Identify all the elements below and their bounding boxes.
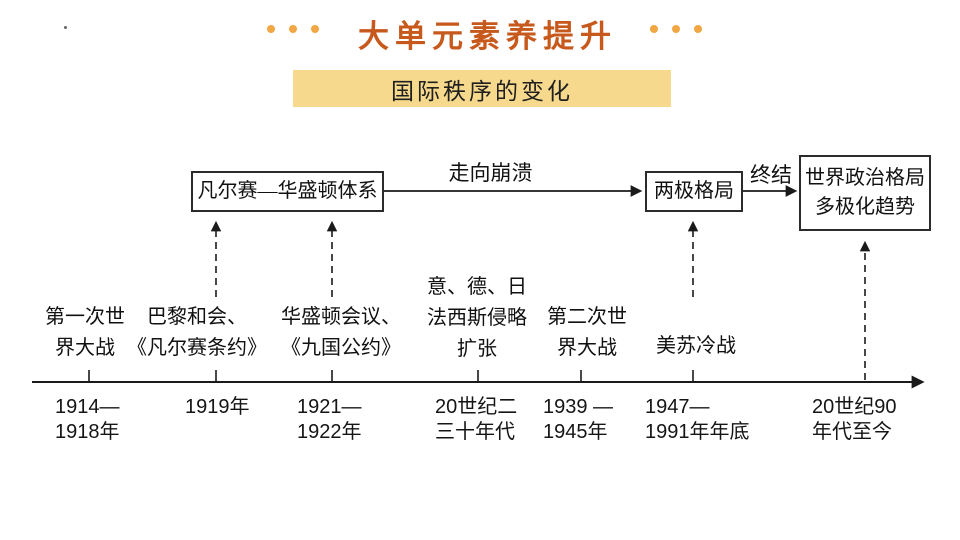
dot-icon <box>672 25 680 33</box>
event-label-paris-conference: 巴黎和会、 《凡尔赛条约》 <box>127 306 267 359</box>
dot-icon <box>694 25 702 33</box>
box-bipolar-pattern: 两极格局 <box>645 171 743 212</box>
title-dots-left <box>267 25 319 33</box>
dot-icon <box>267 25 275 33</box>
date-ww2: 1939 — 1945年 <box>543 396 614 443</box>
event-label-ww1: 第一次世 界大战 <box>45 306 125 359</box>
box-versailles-washington-system: 凡尔赛—华盛顿体系 <box>191 171 384 212</box>
date-1990s-present: 20世纪90 年代至今 <box>812 396 897 443</box>
event-label-cold-war: 美苏冷战 <box>656 335 736 357</box>
date-cold-war: 1947— 1991年年底 <box>645 396 750 443</box>
dot-icon <box>289 25 297 33</box>
subtitle-banner: 国际秩序的变化 <box>293 70 671 107</box>
box-multipolar-trend: 世界政治格局 多极化趋势 <box>799 155 931 231</box>
dot-icon <box>311 25 319 33</box>
timeline-ticks <box>88 370 694 383</box>
event-label-fascist-expansion: 意、德、日 法西斯侵略 扩张 <box>427 276 527 360</box>
date-paris: 1919年 <box>185 396 250 418</box>
stray-dot <box>64 26 67 29</box>
date-washington: 1921— 1922年 <box>297 396 362 443</box>
event-label-ww2: 第二次世 界大战 <box>547 306 627 359</box>
arrow-label-collapse: 走向崩溃 <box>448 161 533 185</box>
dot-icon <box>650 25 658 33</box>
title-dots-right <box>650 25 702 33</box>
date-fascist: 20世纪二 三十年代 <box>435 396 518 443</box>
page-title: 大单元素养提升 <box>358 19 617 54</box>
date-ww1: 1914— 1918年 <box>55 396 120 443</box>
event-label-washington-conference: 华盛顿会议、 《九国公约》 <box>281 306 401 359</box>
arrow-label-end: 终结 <box>750 163 792 187</box>
